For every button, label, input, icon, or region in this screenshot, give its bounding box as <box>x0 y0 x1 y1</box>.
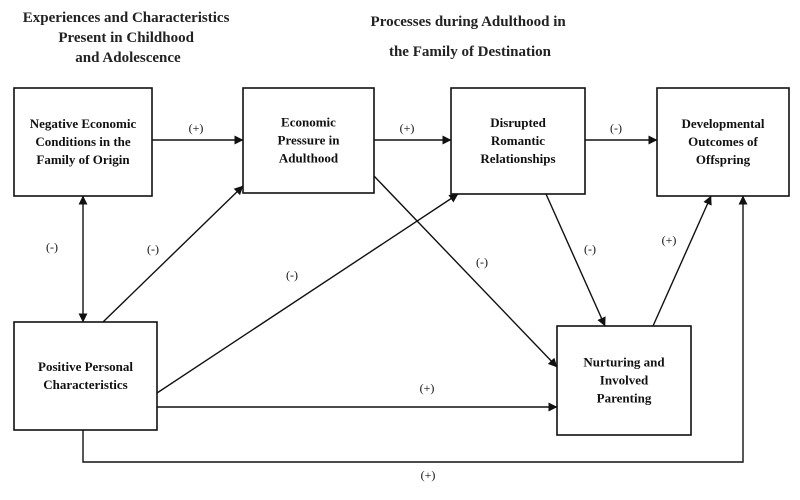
edges <box>78 135 748 463</box>
edge-economic-pressure-to-disrupted-romantic-sign: (+) <box>400 121 415 135</box>
node-positive-personal-box <box>13 321 158 431</box>
edge-disrupted-romantic-to-nurturing-parenting-arrow <box>545 193 606 327</box>
edge-positive-personal-to-developmental-outcomes-arrow <box>82 195 748 463</box>
node-label-line: Offspring <box>696 152 751 167</box>
node-label-line: Family of Origin <box>36 152 130 167</box>
heading-right-line-1: Processes during Adulthood in <box>371 14 567 30</box>
edge-disrupted-romantic-to-developmental-outcomes-sign: (-) <box>610 121 622 135</box>
node-label-line: Outcomes of <box>688 134 758 149</box>
node-label-line: Developmental <box>681 116 764 131</box>
node-label-line: Negative Economic <box>30 116 137 131</box>
heading-left-line-3: and Adolescence <box>75 50 181 66</box>
node-developmental-outcomes-box <box>656 87 790 197</box>
edge-positive-personal-to-nurturing-parenting-sign: (+) <box>420 381 435 395</box>
heading-left: Experiences and Characteristics Present … <box>23 10 233 66</box>
edge-nurturing-parenting-to-developmental-outcomes-arrow <box>652 195 712 327</box>
node-nurturing-parenting-box <box>556 325 692 436</box>
edge-positive-personal-to-disrupted-romantic-sign: (-) <box>286 268 298 282</box>
node-label-line: Nurturing and <box>583 355 665 370</box>
node-label-line: Involved <box>600 373 649 388</box>
node-label-line: Adulthood <box>279 151 339 166</box>
edge-economic-pressure-to-nurturing-parenting-arrow <box>373 175 558 368</box>
edge-disrupted-romantic-to-nurturing-parenting-sign: (-) <box>584 242 596 256</box>
heading-right-line-2: the Family of Destination <box>389 44 552 60</box>
edge-positive-personal-to-economic-pressure-arrow <box>102 185 244 323</box>
edge-positive-personal-to-disrupted-romantic-arrow <box>156 193 459 394</box>
node-negative-economic-box <box>13 87 153 197</box>
edge-negative-economic-to-economic-pressure-sign: (+) <box>189 121 204 135</box>
heading-right: Processes during Adulthood in the Family… <box>371 14 570 60</box>
node-economic-pressure-box <box>242 87 375 194</box>
edge-positive-personal-to-developmental-outcomes-sign: (+) <box>421 468 436 482</box>
edge-nurturing-parenting-to-developmental-outcomes-sign: (+) <box>662 233 677 247</box>
node-label-line: Positive Personal <box>38 359 133 374</box>
node-label-line: Characteristics <box>43 377 127 392</box>
edge-economic-pressure-to-nurturing-parenting-sign: (-) <box>476 255 488 269</box>
node-label-line: Parenting <box>597 391 652 406</box>
edge-negative-economic-to-positive-personal-sign: (-) <box>46 240 58 254</box>
node-label-line: Conditions in the <box>35 134 131 149</box>
node-label-line: Disrupted <box>490 115 546 130</box>
node-label-line: Romantic <box>491 133 545 148</box>
node-label-line: Economic <box>281 115 336 130</box>
edge-positive-personal-to-economic-pressure-sign: (-) <box>147 242 159 256</box>
edge-labels: (+) (+) (-) (-) (-) (-) (-) (-) (+) (+) (+) <box>46 121 676 482</box>
heading-left-line-2: Present in Childhood <box>58 30 194 46</box>
heading-left-line-1: Experiences and Characteristics <box>23 10 230 26</box>
node-label-line: Pressure in <box>278 133 341 148</box>
node-disrupted-romantic-box <box>450 87 586 195</box>
node-label-line: Relationships <box>480 151 555 166</box>
